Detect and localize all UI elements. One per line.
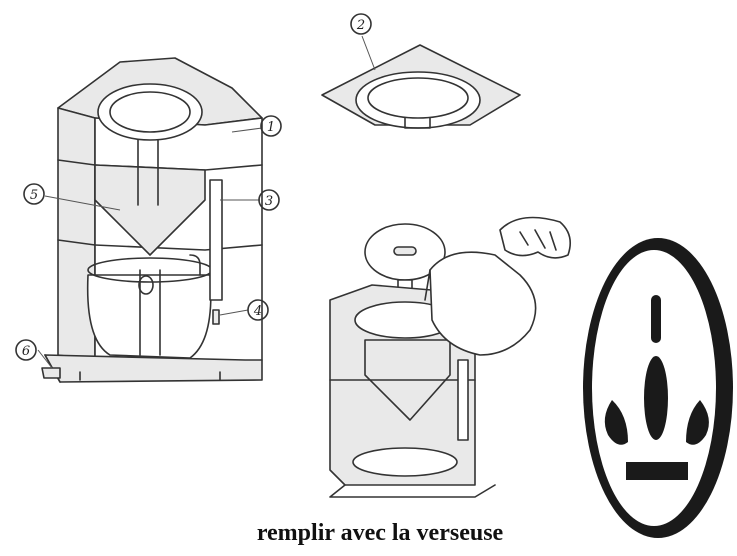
svg-text:6: 6 [22, 344, 30, 359]
filter-cover-icon [321, 44, 521, 129]
svg-text:2: 2 [356, 18, 365, 33]
svg-text:4: 4 [253, 304, 262, 319]
callout-leader-2 [361, 35, 376, 71]
svg-text:5: 5 [30, 188, 38, 203]
callout-4: 4 [247, 299, 269, 321]
caption: remplir avec la verseuse [256, 520, 504, 546]
filling-with-jug-icon [329, 216, 571, 498]
svg-text:1: 1 [267, 120, 275, 135]
callout-3: 3 [258, 189, 280, 211]
callout-6: 6 [15, 339, 37, 361]
callout-2: 2 [350, 13, 372, 35]
callout-1: 1 [260, 115, 282, 137]
hot-coffee-symbol-icon [583, 238, 733, 538]
coffee-maker-icon [41, 57, 263, 383]
callout-5: 5 [23, 183, 45, 205]
callout-leaders-main [37, 127, 263, 369]
svg-text:3: 3 [265, 194, 273, 209]
